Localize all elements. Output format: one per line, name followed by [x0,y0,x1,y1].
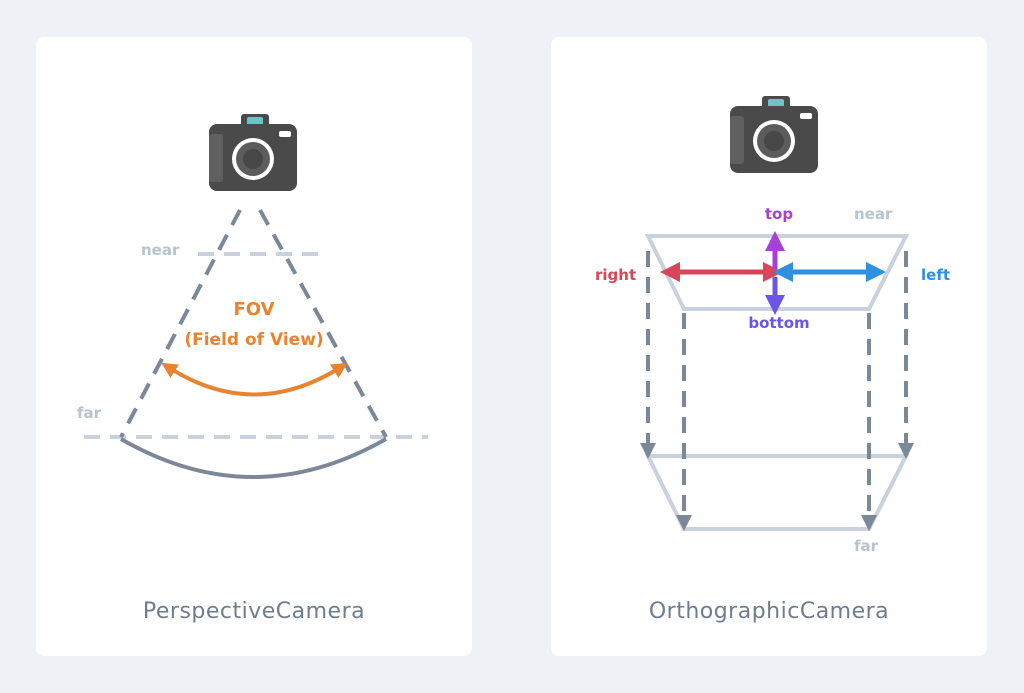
perspective-caption: PerspectiveCamera [142,599,366,624]
near-label: near [141,241,180,259]
near-plane [644,234,910,311]
top-label: top [765,205,793,223]
fov-sublabel: (Field of View) [184,330,323,350]
bottom-label: bottom [748,314,809,332]
orthographic-diagram: near far top bottom right left [595,96,950,555]
left-label: left [921,266,950,284]
camera-icon [209,114,297,191]
perspective-diagram: near far FOV (Field of View) [77,114,428,479]
fov-arrow [161,362,348,397]
perspective-camera-card: near far FOV (Field of View) Perspective… [36,37,472,656]
near-label: near [854,205,893,223]
camera-icon [730,96,818,173]
orthographic-camera-card: near far top bottom right left Orthograp… [551,37,987,656]
far-label: far [854,537,879,555]
far-plane [644,454,910,531]
orthographic-caption: OrthographicCamera [648,599,890,624]
fov-label: FOV [233,299,274,320]
frustum-left-edge [119,209,242,438]
right-label: right [595,266,636,284]
far-label: far [77,404,102,422]
far-arc [120,437,387,479]
frustum-right-edge [258,209,388,438]
